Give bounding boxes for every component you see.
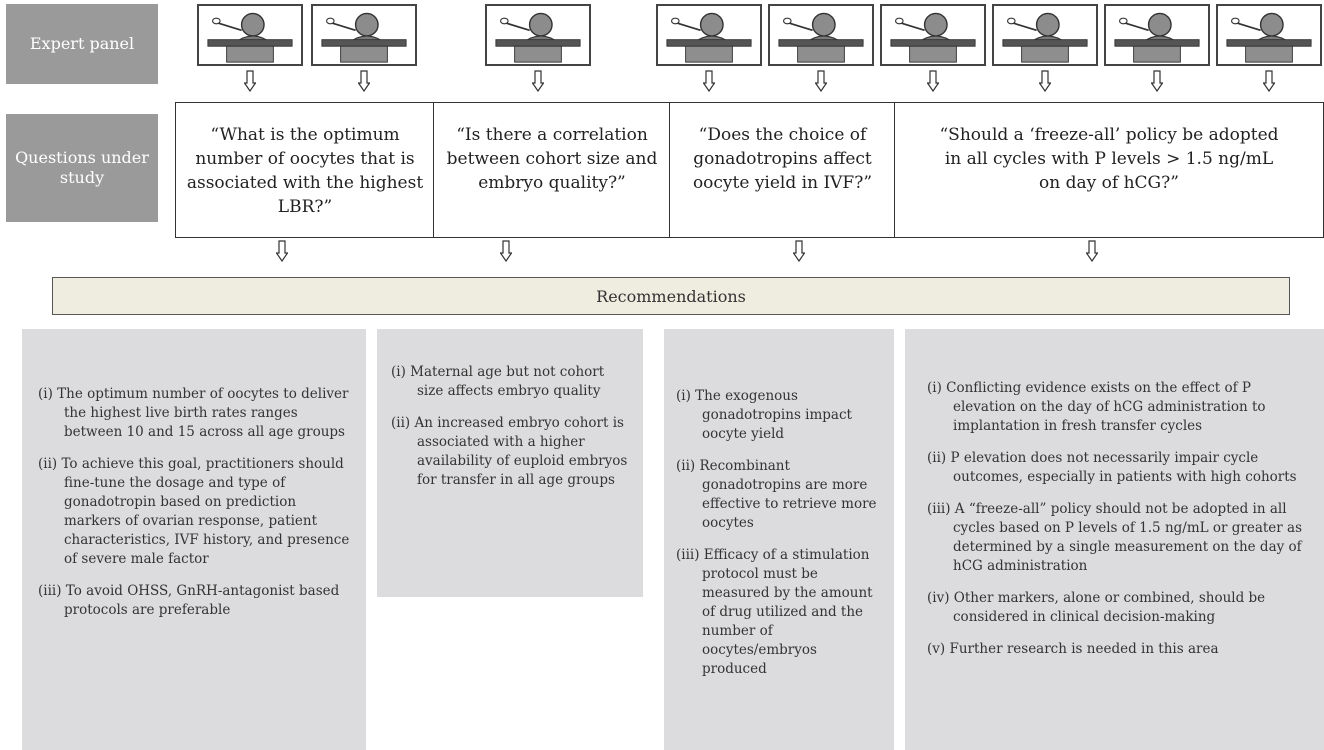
down-arrow-icon	[532, 70, 544, 92]
down-arrow-icon	[1086, 240, 1098, 262]
speaker-at-podium-icon	[768, 4, 874, 66]
down-arrow-icon	[927, 70, 939, 92]
speaker-at-podium-icon	[1104, 4, 1210, 66]
recommendation-item: (v) Further research is needed in this a…	[927, 641, 1219, 657]
recommendation-box: (i) The optimum number of oocytes to del…	[22, 329, 366, 750]
questions-under-study-label: Questions under study	[6, 114, 158, 222]
recommendation-item: (i) The optimum number of oocytes to del…	[38, 386, 349, 440]
recommendation-box: (i) Conflicting evidence exists on the e…	[905, 329, 1324, 750]
down-arrow-icon	[793, 240, 805, 262]
down-arrow-icon	[1151, 70, 1163, 92]
speaker-at-podium-icon	[197, 4, 303, 66]
question-box: “Is there a correlation between cohort s…	[433, 102, 671, 238]
recommendation-item: (iii) Efficacy of a stimulation protocol…	[676, 547, 873, 677]
down-arrow-icon	[1263, 70, 1275, 92]
recommendation-item: (ii) Recombinant gonadotropins are more …	[676, 458, 877, 531]
recommendation-item: (i) Conflicting evidence exists on the e…	[927, 380, 1266, 434]
speaker-at-podium-icon	[1216, 4, 1322, 66]
down-arrow-icon	[358, 70, 370, 92]
recommendation-item: (ii) P elevation does not necessarily im…	[927, 450, 1297, 485]
question-box: “Does the choice of gonadotropins affect…	[669, 102, 896, 238]
speaker-at-podium-icon	[880, 4, 986, 66]
question-box: “Should a ‘freeze-all’ policy be adopted…	[894, 102, 1324, 238]
speaker-at-podium-icon	[311, 4, 417, 66]
speaker-at-podium-icon	[485, 4, 591, 66]
down-arrow-icon	[276, 240, 288, 262]
recommendation-item: (iii) A “freeze-all” policy should not b…	[927, 501, 1303, 574]
expert-panel-label: Expert panel	[6, 4, 158, 84]
question-box: “What is the optimum number of oocytes t…	[175, 102, 435, 238]
recommendation-box: (i) The exogenous gonadotropins impact o…	[664, 329, 894, 750]
recommendation-item: (iii) To avoid OHSS, GnRH-antagonist bas…	[38, 583, 340, 618]
recommendation-item: (ii) An increased embryo cohort is assoc…	[391, 415, 628, 488]
down-arrow-icon	[815, 70, 827, 92]
speaker-at-podium-icon	[656, 4, 762, 66]
down-arrow-icon	[500, 240, 512, 262]
recommendations-header: Recommendations	[52, 277, 1290, 315]
down-arrow-icon	[244, 70, 256, 92]
recommendation-box: (i) Maternal age but not cohort size aff…	[377, 329, 643, 597]
speaker-at-podium-icon	[992, 4, 1098, 66]
recommendation-item: (iv) Other markers, alone or combined, s…	[927, 590, 1266, 625]
questions-row: “What is the optimum number of oocytes t…	[175, 102, 1324, 238]
recommendation-item: (i) Maternal age but not cohort size aff…	[391, 364, 605, 399]
recommendation-item: (i) The exogenous gonadotropins impact o…	[676, 388, 852, 442]
down-arrow-icon	[703, 70, 715, 92]
recommendation-item: (ii) To achieve this goal, practitioners…	[38, 456, 350, 567]
down-arrow-icon	[1039, 70, 1051, 92]
